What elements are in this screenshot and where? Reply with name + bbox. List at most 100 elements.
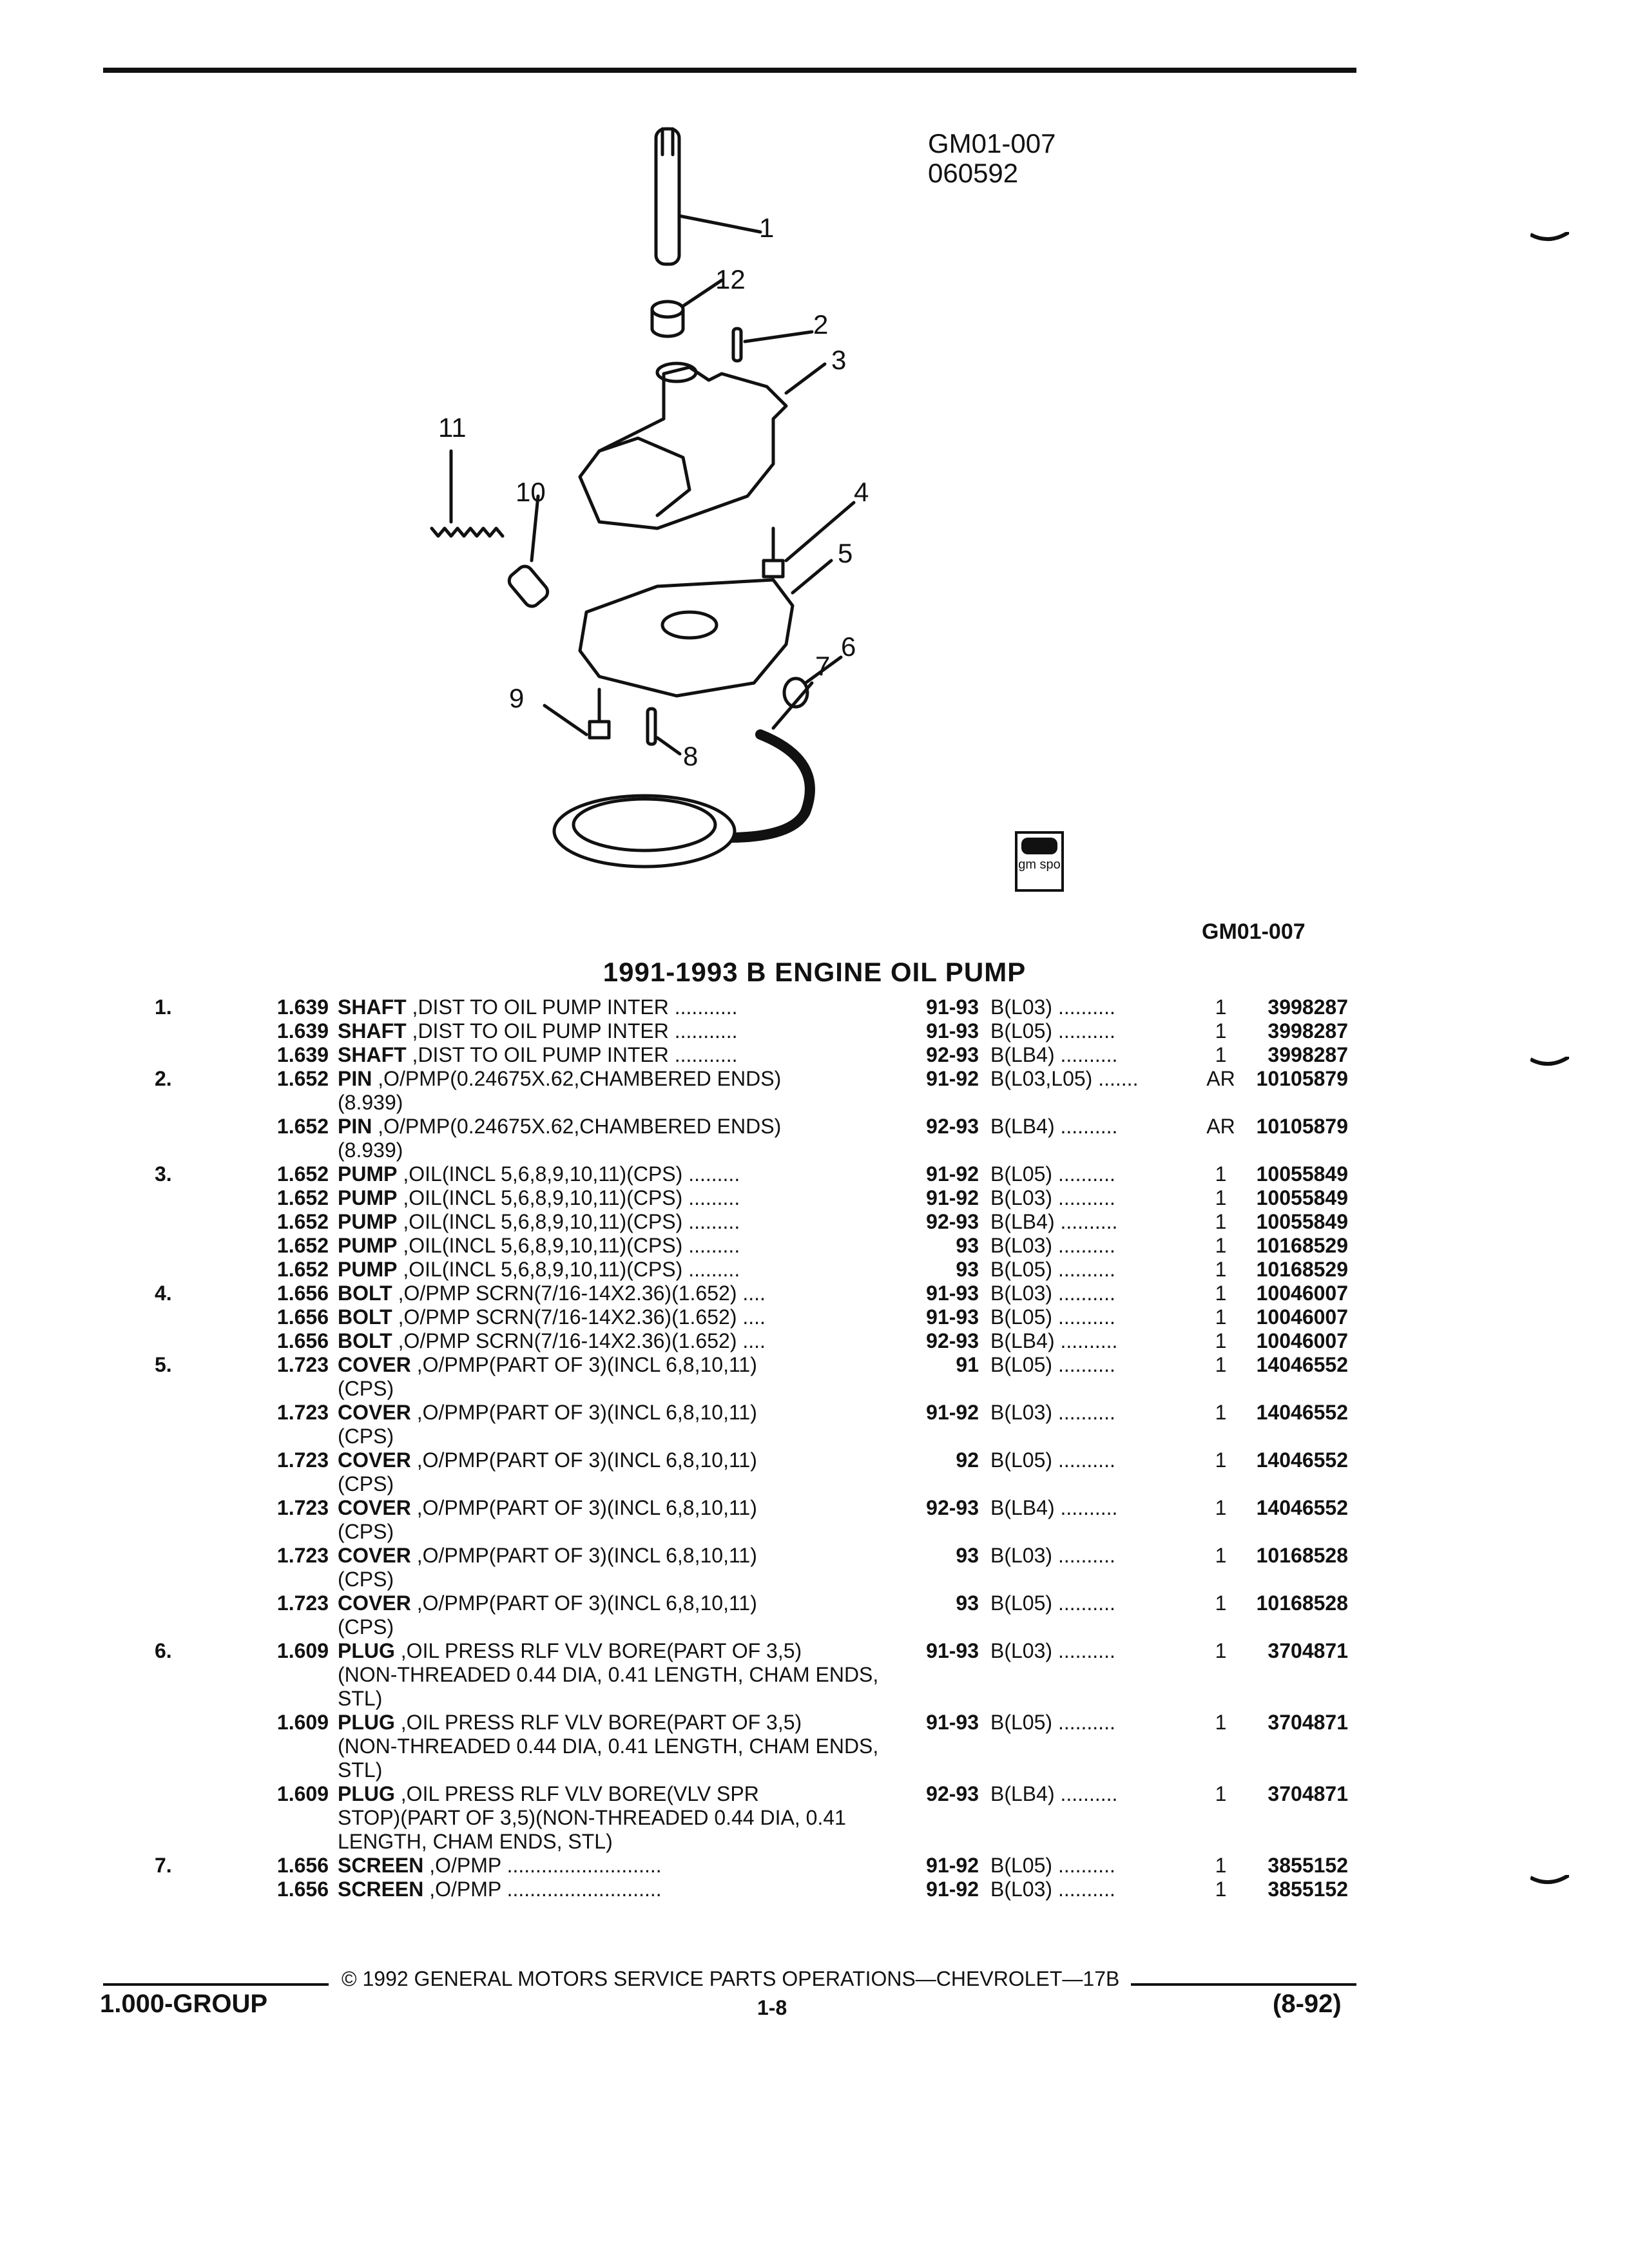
part-number: 10055849 (1256, 1186, 1348, 1209)
callout-7: 7 (815, 651, 831, 681)
model-years: 91-93 (926, 995, 979, 1019)
pin-lower-part (646, 707, 682, 756)
pin-part (731, 327, 814, 363)
model-years: 91-92 (926, 1162, 979, 1186)
part-description: PIN ,O/PMP(0.24675X.62,CHAMBERED ENDS)(8… (338, 1115, 905, 1162)
quantity: AR (1206, 1067, 1235, 1090)
part-number: 3998287 (1268, 1019, 1348, 1043)
footer-rule-right (1131, 1983, 1356, 1986)
part-desc-text: ,O/PMP SCRN(7/16-14X2.36)(1.652) .... (398, 1329, 766, 1352)
quantity: 1 (1215, 1329, 1227, 1352)
quantity: 1 (1215, 1878, 1227, 1901)
part-number: 10055849 (1256, 1210, 1348, 1233)
part-desc-text: ,O/PMP SCRN(7/16-14X2.36)(1.652) .... (398, 1282, 766, 1305)
callout-9: 9 (509, 683, 525, 713)
part-desc-text: ,OIL(INCL 5,6,8,9,10,11)(CPS) ......... (403, 1234, 740, 1257)
footer-date: (8-92) (1273, 1990, 1342, 2018)
diagram-code-id: GM01-007 (928, 128, 1056, 159)
model-years: 91-93 (926, 1711, 979, 1734)
model-years: 93 (956, 1234, 979, 1257)
group-number: 1.656 (276, 1878, 329, 1901)
part-desc-extra: STOP)(PART OF 3,5)(NON-THREADED 0.44 DIA… (338, 1806, 846, 1853)
part-description: BOLT ,O/PMP SCRN(7/16-14X2.36)(1.652) ..… (338, 1329, 905, 1353)
part-name: COVER (338, 1591, 411, 1615)
part-number: 3704871 (1268, 1782, 1348, 1805)
part-name: COVER (338, 1496, 411, 1519)
part-desc-text: ,OIL PRESS RLF VLV BORE(VLV SPR (400, 1782, 759, 1805)
engine-code: B(L05) .......... (990, 1019, 1115, 1043)
callout-8: 8 (683, 741, 699, 771)
part-description: COVER ,O/PMP(PART OF 3)(INCL 6,8,10,11)(… (338, 1496, 905, 1544)
part-description: PUMP ,OIL(INCL 5,6,8,9,10,11)(CPS) .....… (338, 1234, 905, 1258)
screen-part (552, 681, 815, 869)
engine-code: B(L05) .......... (990, 1854, 1115, 1877)
item-number: 4. (155, 1282, 172, 1305)
engine-code: B(L05) .......... (990, 1353, 1115, 1376)
group-number: 1.723 (276, 1496, 329, 1519)
engine-code: B(L03) .......... (990, 995, 1115, 1019)
model-years: 92-93 (926, 1043, 979, 1066)
group-number: 1.639 (276, 995, 329, 1019)
quantity: 1 (1215, 1305, 1227, 1329)
part-description: PUMP ,OIL(INCL 5,6,8,9,10,11)(CPS) .....… (338, 1186, 905, 1210)
parts-row: 1.652 PUMP ,OIL(INCL 5,6,8,9,10,11)(CPS) … (155, 1186, 1360, 1210)
quantity: 1 (1215, 1639, 1227, 1662)
diagram-code: GM01-007 060592 (928, 129, 1055, 188)
quantity: 1 (1215, 995, 1227, 1019)
model-years: 93 (956, 1544, 979, 1567)
part-desc-text: ,OIL(INCL 5,6,8,9,10,11)(CPS) ......... (403, 1186, 740, 1209)
part-number: 3855152 (1268, 1854, 1348, 1877)
footer-page-number: 1-8 (757, 1996, 787, 2019)
part-desc-text: ,DIST TO OIL PUMP INTER ........... (412, 1043, 738, 1066)
top-rule (103, 68, 1356, 73)
model-years: 92-93 (926, 1496, 979, 1519)
part-number: 10168529 (1256, 1258, 1348, 1281)
shaft-part (654, 127, 762, 266)
group-number: 1.652 (276, 1258, 329, 1281)
part-desc-extra: (NON-THREADED 0.44 DIA, 0.41 LENGTH, CHA… (338, 1735, 879, 1782)
part-desc-text: ,O/PMP(0.24675X.62,CHAMBERED ENDS) (378, 1067, 782, 1090)
part-number: 3855152 (1268, 1878, 1348, 1901)
part-description: PUMP ,OIL(INCL 5,6,8,9,10,11)(CPS) .....… (338, 1258, 905, 1282)
part-desc-text: ,O/PMP ........................... (429, 1878, 662, 1901)
group-number: 1.723 (276, 1544, 329, 1567)
part-number: 3704871 (1268, 1639, 1348, 1662)
engine-code: B(L03) .......... (990, 1878, 1115, 1901)
quantity: 1 (1215, 1234, 1227, 1257)
margin-mark-icon (1530, 1875, 1569, 1885)
item-number: 3. (155, 1162, 172, 1186)
part-number: 10105879 (1256, 1067, 1348, 1090)
parts-row: 1.723 COVER ,O/PMP(PART OF 3)(INCL 6,8,10… (155, 1496, 1360, 1544)
group-number: 1.652 (276, 1186, 329, 1209)
part-desc-extra: (CPS) (338, 1568, 394, 1591)
model-years: 92 (956, 1448, 979, 1472)
group-number: 1.723 (276, 1353, 329, 1376)
part-name: BOLT (338, 1282, 392, 1305)
engine-code: B(LB4) .......... (990, 1210, 1118, 1233)
part-desc-extra: (CPS) (338, 1377, 394, 1400)
part-number: 10046007 (1256, 1282, 1348, 1305)
quantity: 1 (1215, 1210, 1227, 1233)
part-desc-extra: (CPS) (338, 1472, 394, 1495)
quantity: 1 (1215, 1496, 1227, 1519)
part-description: COVER ,O/PMP(PART OF 3)(INCL 6,8,10,11)(… (338, 1353, 905, 1401)
part-desc-text: ,OIL(INCL 5,6,8,9,10,11)(CPS) ......... (403, 1162, 740, 1186)
sleeve-part (507, 494, 550, 608)
quantity: 1 (1215, 1353, 1227, 1376)
model-years: 93 (956, 1258, 979, 1281)
quantity: 1 (1215, 1186, 1227, 1209)
group-number: 1.652 (276, 1210, 329, 1233)
footer-group: 1.000-GROUP (100, 1990, 268, 2018)
quantity: 1 (1215, 1544, 1227, 1567)
part-name: SHAFT (338, 1019, 407, 1043)
group-number: 1.656 (276, 1282, 329, 1305)
part-name: BOLT (338, 1329, 392, 1352)
quantity: 1 (1215, 1162, 1227, 1186)
part-name: SCREEN (338, 1854, 424, 1877)
part-description: BOLT ,O/PMP SCRN(7/16-14X2.36)(1.652) ..… (338, 1282, 905, 1305)
section-title: 1991-1993 B ENGINE OIL PUMP (602, 957, 1027, 987)
